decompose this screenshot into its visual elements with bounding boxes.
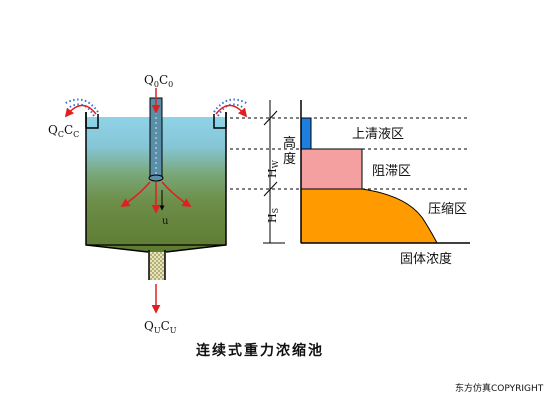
overflow-label: QCCC bbox=[48, 123, 79, 139]
feed-outlet bbox=[148, 174, 164, 182]
underflow-label: QUCU bbox=[144, 319, 177, 335]
height-label-1: 高 bbox=[283, 135, 296, 151]
zone-profile bbox=[230, 100, 470, 244]
feed-label: Q0C0 bbox=[144, 73, 173, 89]
overflow-weir-left bbox=[85, 112, 99, 129]
compression-zone bbox=[300, 188, 438, 244]
settling-velocity-label: u bbox=[162, 216, 169, 227]
overflow-weir-right bbox=[213, 112, 227, 129]
zone-label-clear: 上清液区 bbox=[352, 127, 404, 142]
svg-text:HW: HW bbox=[266, 159, 280, 178]
copyright-text: 东方仿真COPYRIGHT bbox=[455, 382, 544, 394]
underflow-sludge bbox=[149, 252, 165, 280]
x-axis-label: 固体浓度 bbox=[400, 251, 452, 267]
hs-label: HS bbox=[266, 208, 280, 223]
overflow-flow-right bbox=[213, 98, 249, 118]
zone-label-hindered: 阻滞区 bbox=[372, 164, 411, 179]
svg-text:HS: HS bbox=[266, 208, 280, 223]
height-label-2: 度 bbox=[283, 151, 296, 167]
overflow-flow-left bbox=[63, 98, 99, 118]
diagram-title: 连续式重力浓缩池 bbox=[196, 342, 324, 359]
zone-label-compression: 压缩区 bbox=[428, 201, 467, 217]
distribution-arrows bbox=[120, 181, 192, 214]
hindered-zone bbox=[300, 148, 363, 190]
hw-label: HW bbox=[266, 159, 280, 178]
clear-zone bbox=[300, 117, 312, 150]
